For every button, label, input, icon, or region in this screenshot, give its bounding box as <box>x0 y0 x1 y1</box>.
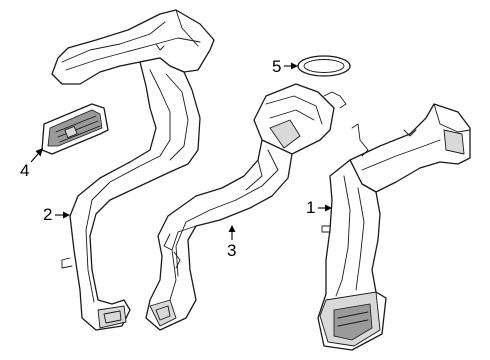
callout-1-arrowhead <box>325 204 332 212</box>
callout-2-arrowhead <box>63 211 70 219</box>
part-5-gasket <box>297 55 351 77</box>
callout-2: 2 <box>43 205 70 224</box>
callout-3-number: 3 <box>227 241 236 260</box>
callout-5-number: 5 <box>272 57 281 76</box>
callout-3-arrowhead <box>228 225 236 232</box>
callout-1: 1 <box>306 198 332 217</box>
part-1-right-duct <box>317 103 471 351</box>
callout-5: 5 <box>272 57 298 76</box>
callout-4-arrowhead <box>35 148 43 157</box>
callout-5-arrowhead <box>291 62 298 70</box>
callout-2-number: 2 <box>43 205 52 224</box>
part-3-center-duct <box>145 83 347 331</box>
part-2-air-duct <box>51 9 215 331</box>
callout-3: 3 <box>227 225 236 260</box>
callout-4-leader <box>30 153 39 163</box>
callout-1-number: 1 <box>306 198 315 217</box>
callout-4-number: 4 <box>20 161 29 180</box>
part-4-vent-grille <box>41 103 109 155</box>
callout-4: 4 <box>20 148 43 180</box>
